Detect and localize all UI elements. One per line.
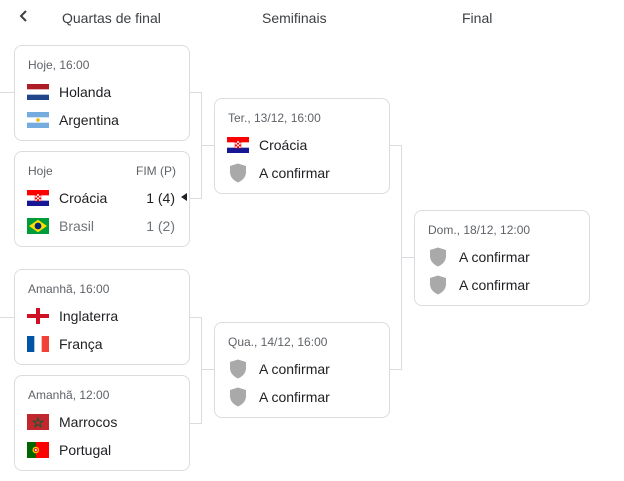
match-time: Hoje xyxy=(28,164,53,178)
team-row: A confirmar xyxy=(227,161,377,185)
bracket-connector xyxy=(201,145,215,146)
bracket-connector xyxy=(389,145,401,146)
match-time: Dom., 18/12, 12:00 xyxy=(428,223,531,237)
team-row: A confirmar xyxy=(227,385,377,409)
bracket-connector xyxy=(189,423,201,424)
england-flag-icon xyxy=(27,308,49,324)
match-card-quarterfinal-2[interactable]: Hoje FIM (P) Croácia 1 (4) Brasil 1 (2) xyxy=(14,151,190,247)
team-name: Holanda xyxy=(59,84,112,100)
placeholder-shield-icon xyxy=(229,163,247,183)
placeholder-shield-icon xyxy=(229,359,247,379)
match-card-quarterfinal-4[interactable]: Amanhã, 12:00 Marrocos Portugal xyxy=(14,375,190,471)
team-row: A confirmar xyxy=(427,245,577,269)
match-card-quarterfinal-3[interactable]: Amanhã, 16:00 Inglaterra França xyxy=(14,269,190,365)
team-row: França xyxy=(27,332,177,356)
bracket-connector xyxy=(201,317,202,424)
team-score: 1 (4) xyxy=(146,190,175,206)
winner-arrow-icon xyxy=(181,193,187,201)
team-name: A confirmar xyxy=(459,249,530,265)
bracket-connector xyxy=(0,317,14,318)
bracket-connector xyxy=(189,317,201,318)
match-card-final[interactable]: Dom., 18/12, 12:00 A confirmar A confirm… xyxy=(414,210,590,306)
bracket-connector xyxy=(189,92,201,93)
bracket-connector xyxy=(0,92,14,93)
bracket-connector xyxy=(201,369,215,370)
bracket-connector xyxy=(401,257,415,258)
netherlands-flag-icon xyxy=(27,84,49,100)
bracket-connector xyxy=(189,198,201,199)
team-name: Marrocos xyxy=(59,414,118,430)
team-name: A confirmar xyxy=(259,361,330,377)
team-name: Portugal xyxy=(59,442,112,458)
back-button[interactable] xyxy=(12,5,36,27)
team-row: Croácia 1 (4) xyxy=(27,186,177,210)
match-time: Hoje, 16:00 xyxy=(28,58,90,72)
match-time: Amanhã, 16:00 xyxy=(28,282,110,296)
match-time: Qua., 14/12, 16:00 xyxy=(228,335,328,349)
team-name: A confirmar xyxy=(259,389,330,405)
bracket-connector xyxy=(389,369,401,370)
team-score: 1 (2) xyxy=(146,218,175,234)
match-time: Ter., 13/12, 16:00 xyxy=(228,111,321,125)
team-name: França xyxy=(59,336,103,352)
team-row: Portugal xyxy=(27,438,177,462)
team-name: Argentina xyxy=(59,112,119,128)
placeholder-shield-icon xyxy=(429,247,447,267)
portugal-flag-icon xyxy=(27,442,49,458)
team-row: A confirmar xyxy=(227,357,377,381)
croatia-flag-icon xyxy=(27,190,49,206)
match-status: FIM (P) xyxy=(136,164,176,178)
column-header-final: Final xyxy=(462,10,493,26)
team-name: Croácia xyxy=(259,137,308,153)
column-header-quarterfinals: Quartas de final xyxy=(62,10,161,26)
team-name: Brasil xyxy=(59,218,95,234)
placeholder-shield-icon xyxy=(429,275,447,295)
chevron-left-icon xyxy=(19,10,27,22)
team-row: Argentina xyxy=(27,108,177,132)
team-name: A confirmar xyxy=(259,165,330,181)
team-row: Inglaterra xyxy=(27,304,177,328)
match-card-semifinal-1[interactable]: Ter., 13/12, 16:00 Croácia A confirmar xyxy=(214,98,390,194)
team-row: Croácia xyxy=(227,133,377,157)
morocco-flag-icon xyxy=(27,414,49,430)
team-name: Croácia xyxy=(59,190,108,206)
brazil-flag-icon xyxy=(27,218,49,234)
team-row: Holanda xyxy=(27,80,177,104)
team-row: A confirmar xyxy=(427,273,577,297)
croatia-flag-icon xyxy=(227,137,249,153)
placeholder-shield-icon xyxy=(229,387,247,407)
team-row: Brasil 1 (2) xyxy=(27,214,177,238)
column-header-semifinals: Semifinais xyxy=(262,10,327,26)
france-flag-icon xyxy=(27,336,49,352)
match-card-quarterfinal-1[interactable]: Hoje, 16:00 Holanda Argentina xyxy=(14,45,190,141)
argentina-flag-icon xyxy=(27,112,49,128)
match-card-semifinal-2[interactable]: Qua., 14/12, 16:00 A confirmar A confirm… xyxy=(214,322,390,418)
team-name: A confirmar xyxy=(459,277,530,293)
team-row: Marrocos xyxy=(27,410,177,434)
team-name: Inglaterra xyxy=(59,308,119,324)
match-time: Amanhã, 12:00 xyxy=(28,388,110,402)
